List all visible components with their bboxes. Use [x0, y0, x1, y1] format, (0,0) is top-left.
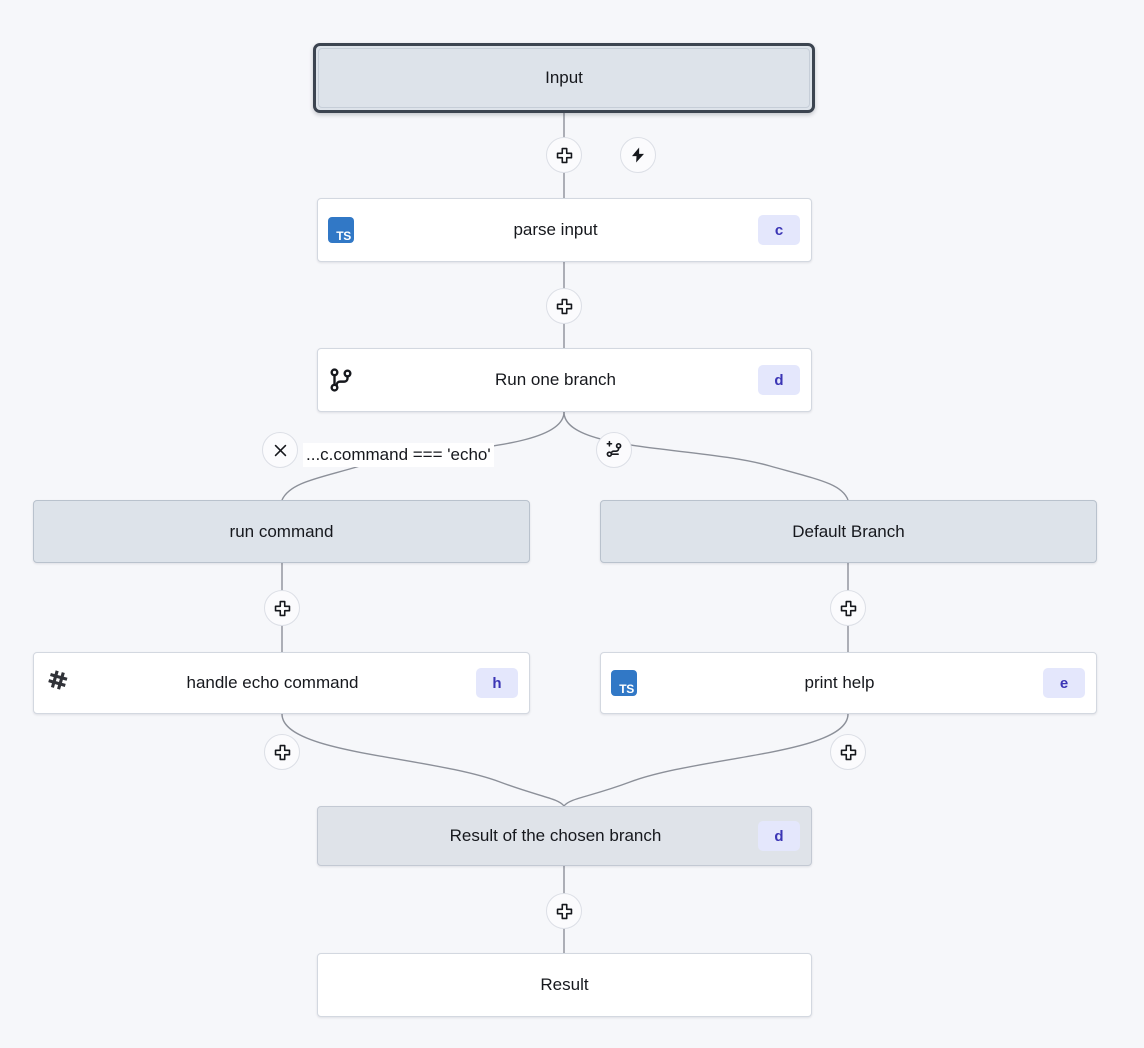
add-branch-button[interactable]: [596, 432, 632, 468]
node-print-help[interactable]: TS print help e: [600, 652, 1097, 714]
plus-icon: [556, 147, 572, 163]
add-step-button-after-handle-echo-command[interactable]: [264, 734, 300, 770]
node-default-branch-label: Default Branch: [792, 521, 905, 541]
add-step-button-after-print-help[interactable]: [830, 734, 866, 770]
node-parse-input-badge-slot: c: [747, 215, 811, 245]
node-run-command-label: run command: [229, 521, 334, 541]
node-result-of-chosen-branch[interactable]: Result of the chosen branch d: [317, 806, 812, 866]
shortcut-badge: e: [1043, 668, 1085, 698]
edge-handle-echo-to-result-of-branch: [281, 713, 565, 807]
plus-icon: [274, 744, 290, 760]
typescript-icon-text: TS: [336, 229, 351, 243]
branch-condition-label: ...c.command === 'echo': [303, 443, 494, 468]
typescript-icon: TS: [611, 670, 637, 696]
shortcut-badge: c: [758, 215, 800, 245]
shortcut-badge: d: [758, 365, 800, 395]
plus-icon: [840, 744, 856, 760]
node-parse-input[interactable]: TS parse input c: [317, 198, 812, 262]
node-input-frame: Input: [318, 48, 810, 108]
node-run-one-branch-label: Run one branch: [495, 370, 616, 389]
node-handle-echo-command-badge-slot: h: [465, 668, 529, 698]
node-print-help-label: print help: [804, 673, 875, 692]
trigger-button[interactable]: [620, 137, 656, 173]
node-input-label: Input: [545, 68, 583, 87]
flow-icon: [48, 670, 68, 690]
add-step-button-after-result-of-chosen-branch[interactable]: [546, 893, 582, 929]
shortcut-badge: d: [758, 821, 800, 851]
node-handle-echo-command-icon-slot: [34, 668, 80, 698]
node-print-help-badge-slot: e: [1032, 668, 1096, 698]
plus-icon: [556, 903, 572, 919]
plus-icon: [840, 600, 856, 616]
node-default-branch[interactable]: Default Branch: [600, 500, 1097, 563]
node-run-command[interactable]: run command: [33, 500, 530, 563]
node-result-of-chosen-branch-label: Result of the chosen branch: [449, 826, 662, 845]
edge-print-help-to-result-of-branch: [563, 713, 849, 807]
node-result[interactable]: Result: [317, 953, 812, 1017]
node-handle-echo-command[interactable]: handle echo command h: [33, 652, 530, 714]
node-run-one-branch-icon-slot: [318, 367, 364, 393]
add-step-button-after-parse-input[interactable]: [546, 288, 582, 324]
node-print-help-icon-slot: TS: [601, 670, 647, 696]
node-parse-input-label: parse input: [513, 220, 598, 239]
remove-branch-button[interactable]: [262, 432, 298, 468]
add-step-button-after-run-command[interactable]: [264, 590, 300, 626]
lightning-bolt-icon: [632, 147, 644, 163]
node-run-one-branch[interactable]: Run one branch d: [317, 348, 812, 412]
node-handle-echo-command-label: handle echo command: [186, 673, 359, 692]
node-run-one-branch-badge-slot: d: [747, 365, 811, 395]
typescript-icon: TS: [328, 217, 354, 243]
node-result-label: Result: [540, 975, 589, 994]
node-input[interactable]: Input: [313, 43, 815, 113]
node-parse-input-icon-slot: TS: [318, 217, 364, 243]
git-branch-icon: [330, 368, 352, 392]
plus-icon: [556, 298, 572, 314]
node-result-of-chosen-branch-badge-slot: d: [747, 821, 811, 851]
shortcut-badge: h: [476, 668, 518, 698]
typescript-icon-text: TS: [619, 682, 634, 696]
add-step-button-after-default-branch[interactable]: [830, 590, 866, 626]
plus-icon: [274, 600, 290, 616]
git-branch-plus-icon: [606, 440, 622, 458]
add-step-button-after-input[interactable]: [546, 137, 582, 173]
close-x-icon: [274, 444, 286, 456]
